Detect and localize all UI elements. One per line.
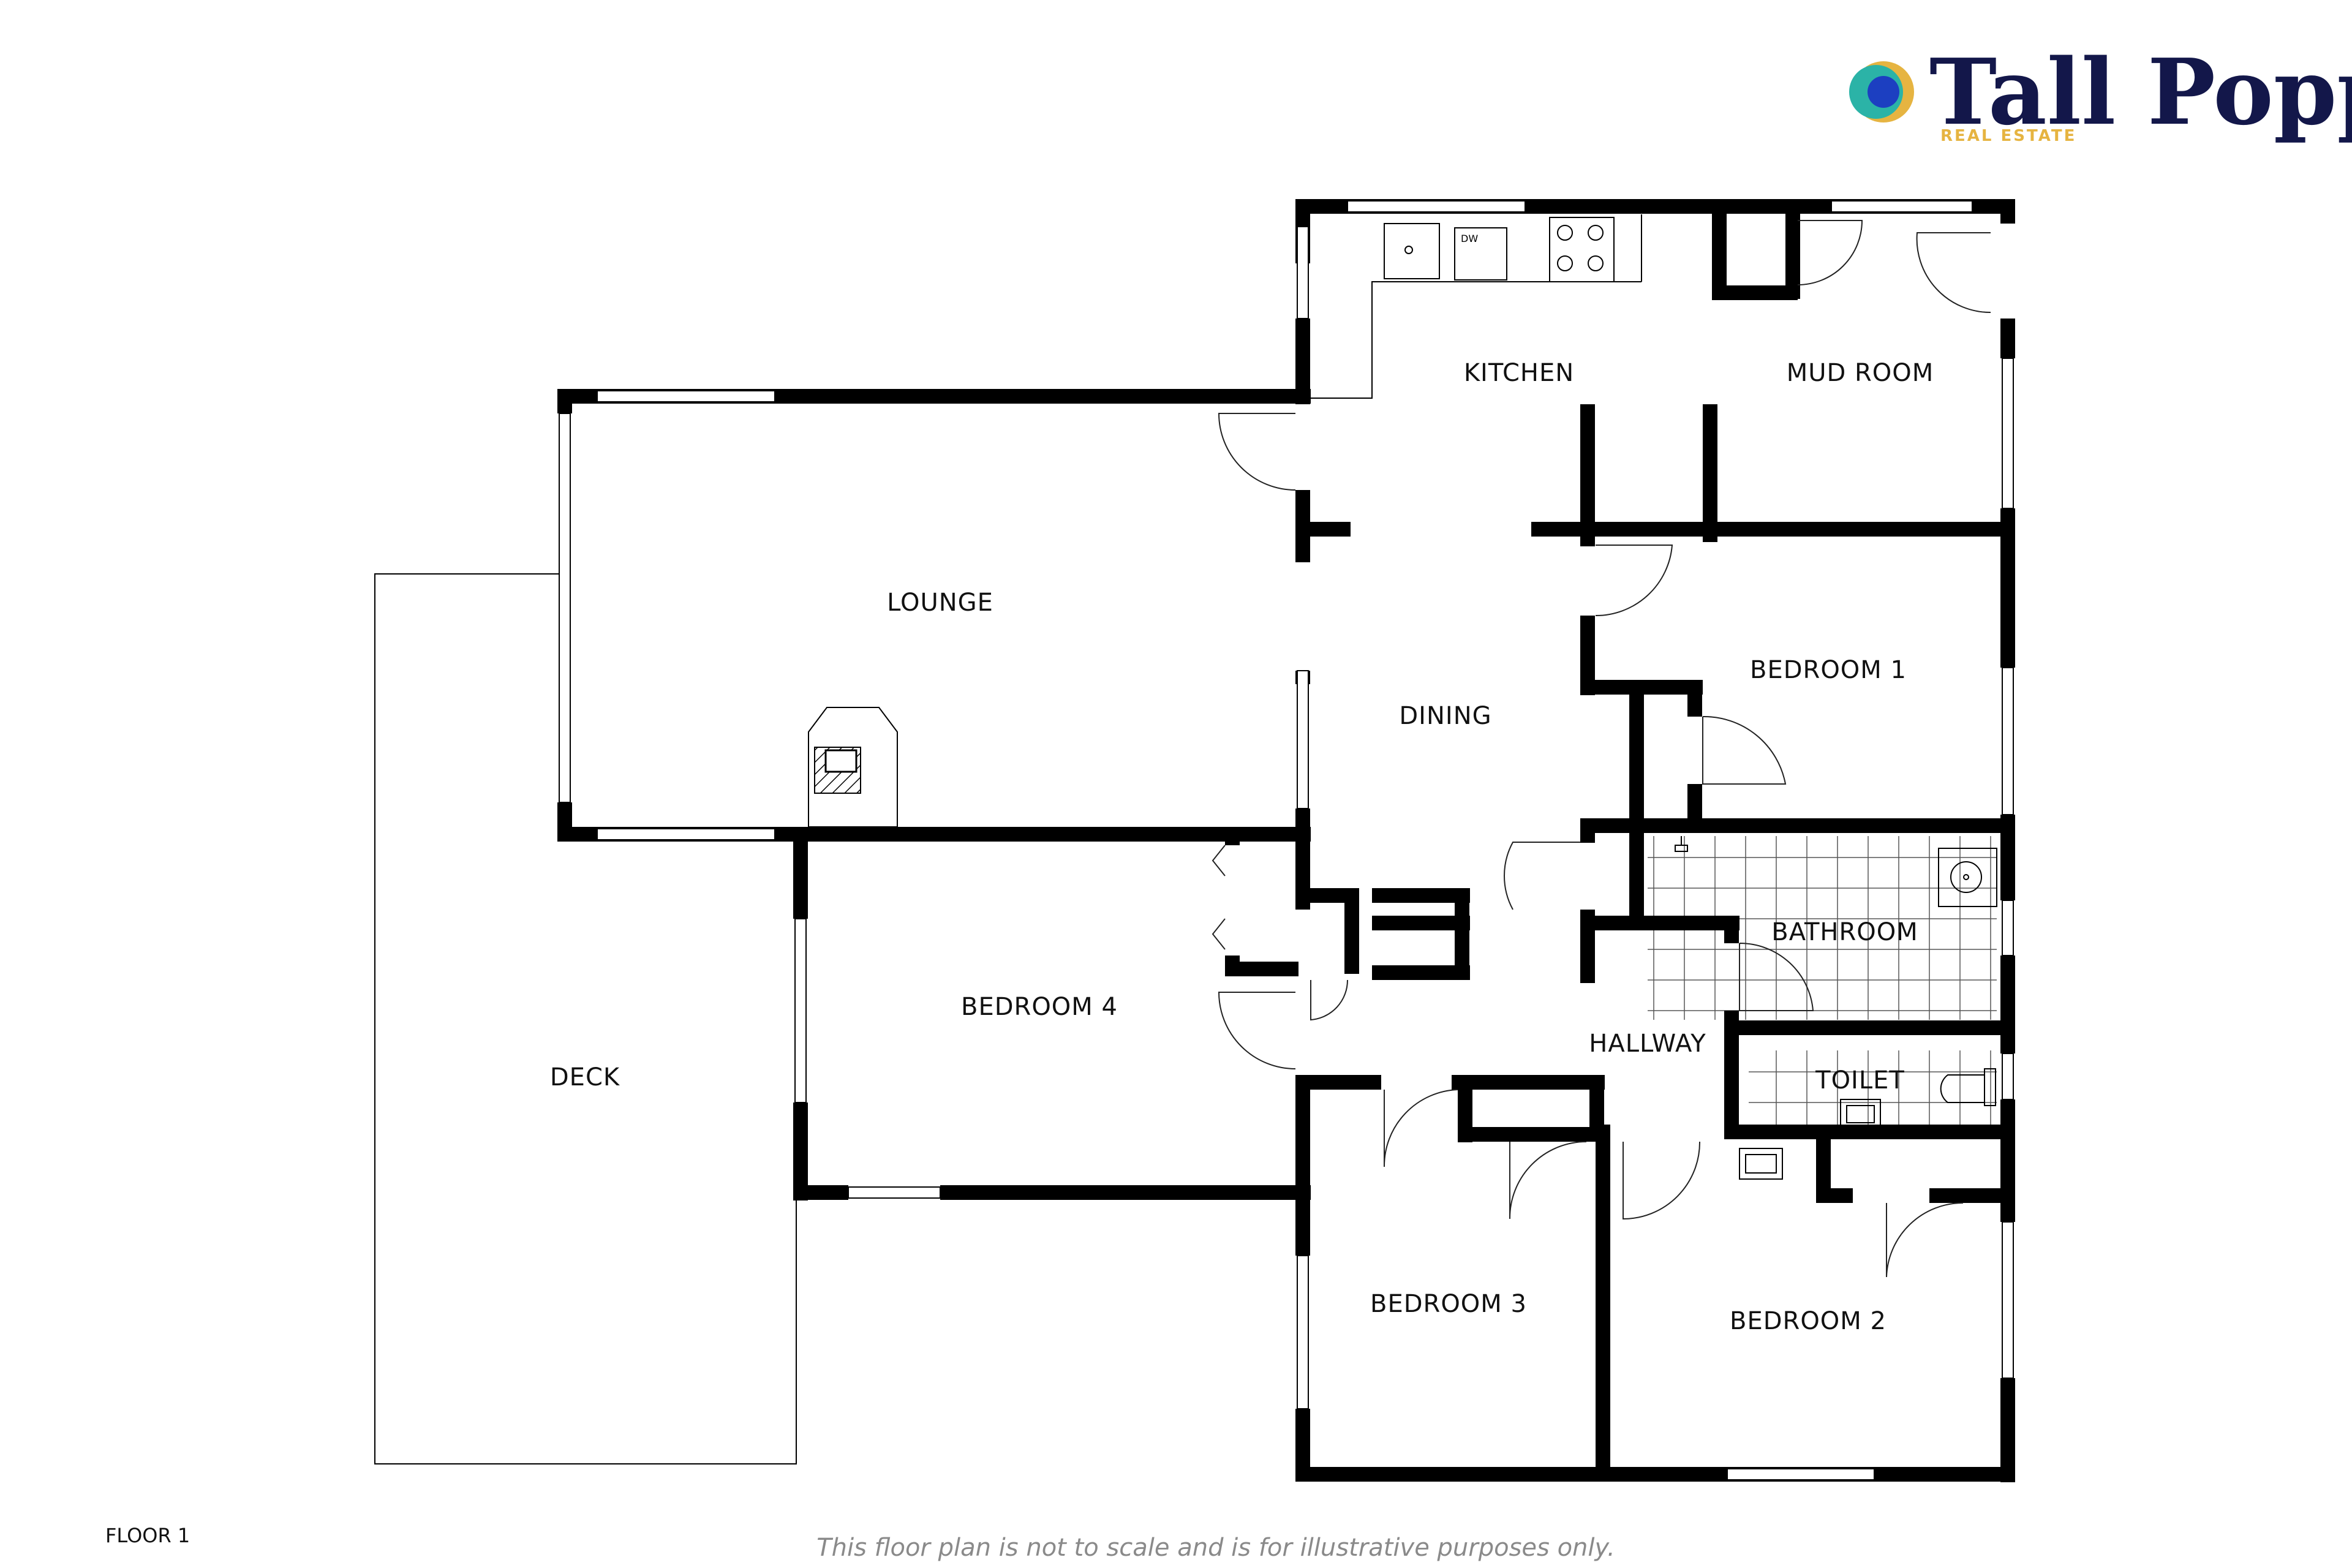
room-label-kitchen: KITCHEN	[1464, 359, 1574, 387]
kitchen-fixtures: DW	[1310, 214, 1642, 399]
room-label-bedroom-4: BEDROOM 4	[961, 993, 1118, 1021]
toilet-icon	[1984, 1068, 1996, 1106]
room-label-mud-room: MUD ROOM	[1787, 359, 1934, 387]
cooktop-icon	[1549, 217, 1615, 282]
room-label-toilet: TOILET	[1815, 1066, 1905, 1095]
shower-head-icon	[1675, 836, 1688, 852]
brand-tagline: REAL ESTATE	[1940, 127, 2076, 145]
deck	[374, 573, 797, 1464]
floor-label: FLOOR 1	[105, 1524, 190, 1547]
hand-basin-icon	[1840, 1099, 1881, 1131]
vanity-icon	[1938, 848, 1997, 907]
fireplace-icon	[808, 707, 898, 827]
sink-icon	[1384, 223, 1440, 279]
brand-name: Tall Poppy	[1929, 39, 2352, 145]
dishwasher-icon	[1454, 227, 1507, 281]
room-label-bedroom-2: BEDROOM 2	[1730, 1307, 1887, 1335]
room-label-dining: DINING	[1399, 702, 1491, 730]
dishwasher-label: DW	[1461, 233, 1478, 244]
room-label-bedroom-1: BEDROOM 1	[1750, 656, 1907, 684]
room-label-bathroom: BATHROOM	[1771, 918, 1918, 946]
doors	[1212, 220, 1991, 1278]
brand-logo: Tall Poppy REAL ESTATE	[1849, 39, 2352, 145]
windows	[559, 200, 2014, 1480]
room-label-hallway: HALLWAY	[1589, 1030, 1706, 1058]
room-labels: KITCHEN MUD ROOM LOUNGE DINING BEDROOM 1…	[550, 359, 1934, 1335]
hallway-basin-icon	[1739, 1148, 1783, 1180]
room-label-bedroom-3: BEDROOM 3	[1370, 1290, 1527, 1318]
disclaimer: This floor plan is not to scale and is f…	[816, 1534, 1615, 1562]
bathroom-fixtures	[1675, 836, 1997, 1180]
room-label-lounge: LOUNGE	[887, 589, 993, 617]
room-label-deck: DECK	[550, 1063, 620, 1091]
toilet-floor-tiles	[1749, 1050, 1997, 1136]
